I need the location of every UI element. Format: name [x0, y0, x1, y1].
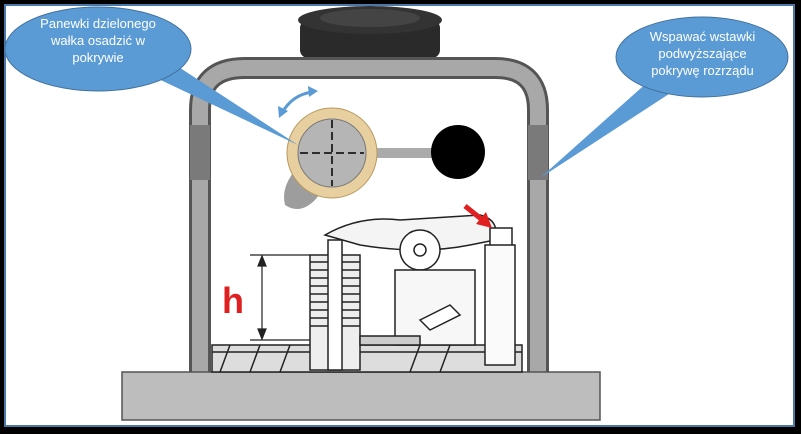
callout-left-tail: [150, 60, 298, 145]
valve-train-drawing: [211, 214, 523, 373]
callout-right-tail: [540, 80, 672, 178]
callout-right-bubble: [615, 16, 789, 98]
weld-insert-right: [528, 125, 548, 180]
weld-insert-left: [190, 125, 210, 180]
height-label: h: [222, 280, 244, 321]
callout-right-text: Wspawać wstawki podwyższające pokrywę ro…: [649, 29, 756, 78]
callout-left-bubble: [4, 6, 192, 92]
lever-rod: [360, 148, 440, 158]
shaft-centerline: [300, 120, 364, 186]
oil-cap: [298, 6, 442, 58]
base-block: [121, 371, 601, 421]
callout-left-text: Panewki dzielonego wałka osadzić w pokry…: [40, 16, 156, 65]
rotation-arrow-icon: [278, 86, 318, 118]
lever-weight: [431, 125, 485, 179]
height-dimension: [250, 254, 310, 341]
